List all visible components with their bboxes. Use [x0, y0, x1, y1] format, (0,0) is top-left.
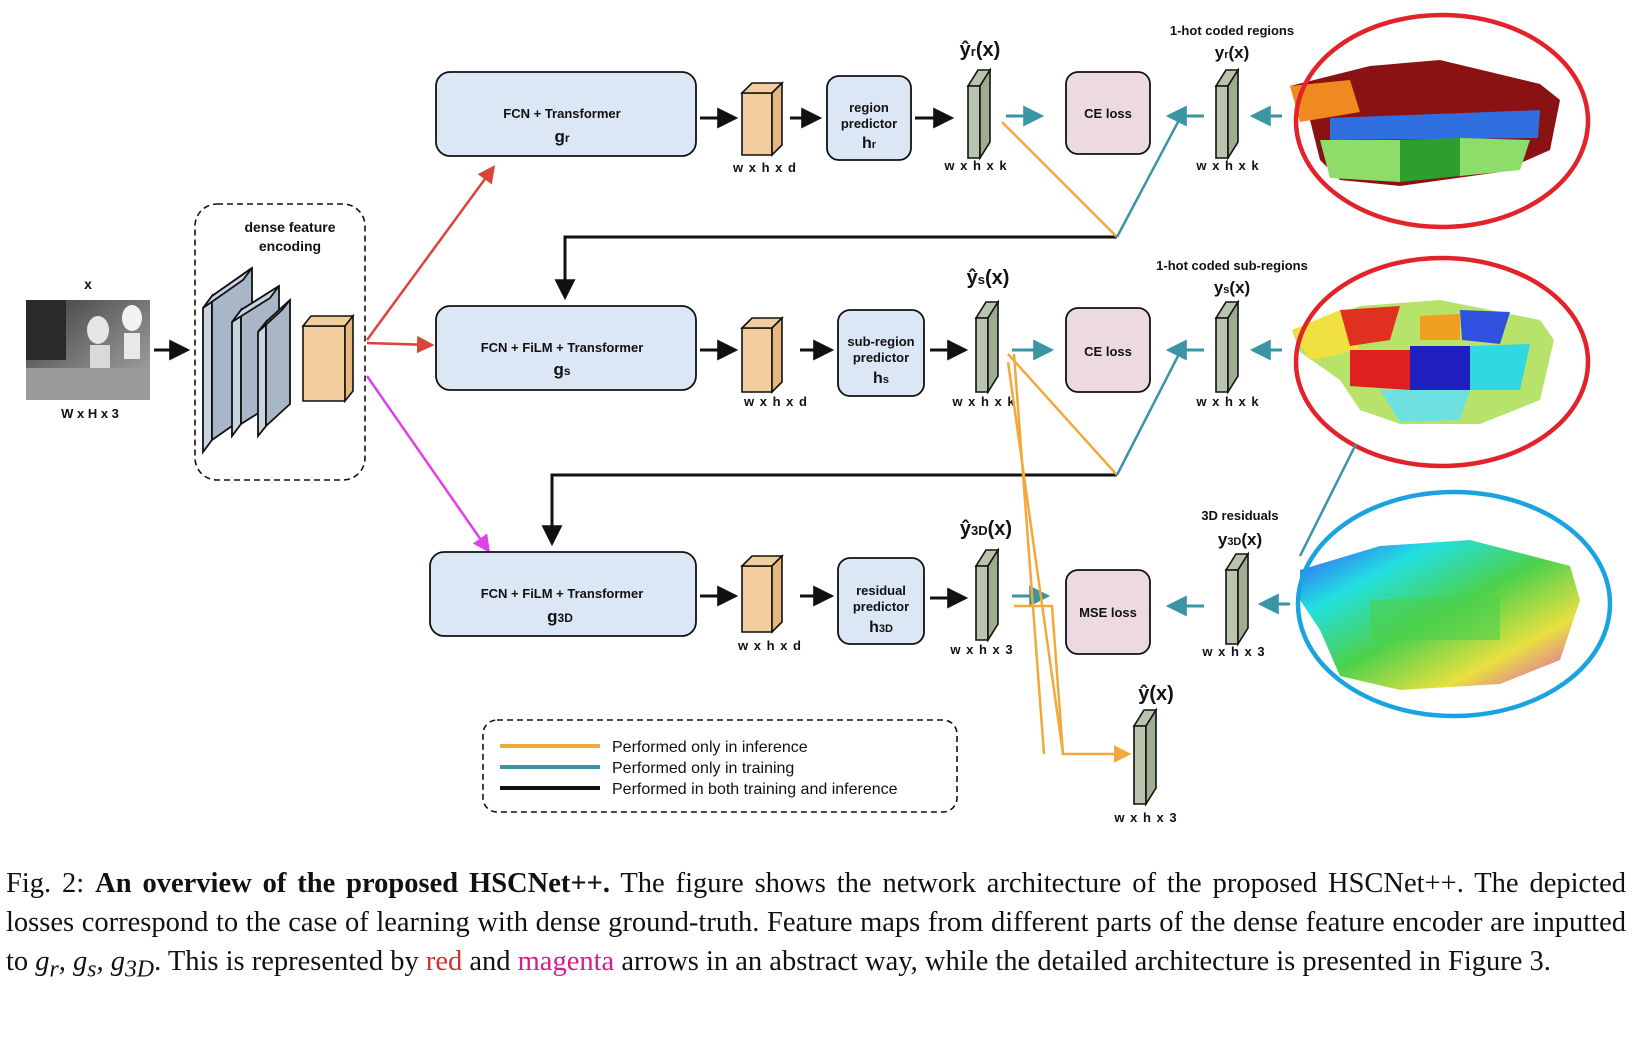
- feat-dims-s: w x h x d: [743, 394, 808, 409]
- feat-dims-3d: w x h x d: [737, 638, 802, 653]
- final-output-map: [1132, 707, 1158, 807]
- feature-map-3d: [740, 554, 784, 634]
- final-output-label: ŷ(x): [1138, 683, 1174, 705]
- red-arrow-to-row1: [365, 165, 496, 341]
- legend-label-both: Performed in both training and inference: [612, 781, 898, 798]
- gt-y3d-label: y3D(x): [1218, 530, 1262, 549]
- region-pointcloud: [1290, 60, 1560, 186]
- input-image: [26, 300, 150, 400]
- legend-label-inference: Performed only in inference: [612, 739, 808, 756]
- encoder-box: [194, 203, 366, 481]
- output-dims-s: w x h x k: [951, 394, 1015, 409]
- caption-text-2: . This is represented by: [154, 946, 419, 977]
- block-g3d: [429, 551, 697, 637]
- gt-title-3d: 3D residuals: [1201, 508, 1278, 523]
- legend-label-training: Performed only in training: [612, 760, 794, 777]
- loss-label-s: CE loss: [1084, 344, 1132, 359]
- figure-caption: Fig. 2: An overview of the proposed HSCN…: [6, 864, 1626, 990]
- block-gr-symbol: gr: [554, 127, 569, 146]
- residual-pointcloud: [1300, 540, 1580, 690]
- predictor-hs: [837, 309, 925, 397]
- output-ys-label: ŷs(x): [967, 267, 1010, 289]
- encoder-title-line1: dense feature: [244, 219, 335, 235]
- block-gr: [435, 71, 697, 157]
- final-output-dims: w x h x 3: [1113, 810, 1177, 825]
- input-dims: W x H x 3: [61, 406, 119, 421]
- row-residuals: FCN + FiLM + Transformer g3D w x h x d r…: [429, 443, 1613, 719]
- gt-ys-label: ys(x): [1214, 278, 1250, 297]
- gt-map-3d: [1224, 551, 1250, 647]
- feat-dims-r: w x h x d: [732, 160, 797, 175]
- output-map-3d: [974, 547, 1000, 643]
- output-yr-label: ŷr(x): [960, 39, 1001, 61]
- output-map-s: [974, 299, 1000, 395]
- loss-box-r: [1065, 71, 1151, 155]
- feature-map-r: [740, 81, 784, 157]
- caption-and-word: and: [469, 946, 511, 977]
- loss-box-s: [1065, 307, 1151, 393]
- red-arrow-to-row2: [366, 335, 435, 354]
- predictor-h3d: [837, 557, 925, 645]
- loss-label-3d: MSE loss: [1079, 605, 1137, 620]
- predictor-hr-symbol: hr: [862, 135, 877, 152]
- architecture-diagram: x W x H x 3 dense feature encoding FCN +…: [26, 12, 1613, 825]
- gt-title-s: 1-hot coded sub-regions: [1156, 258, 1308, 273]
- block-gs-title: FCN + FiLM + Transformer: [481, 340, 644, 355]
- red-circle-regions: [1293, 12, 1591, 230]
- predictor-hr-line2: predictor: [841, 116, 897, 131]
- predictor-hs-line1: sub-region: [847, 334, 914, 349]
- row-regions: FCN + Transformer gr w x h x d region pr…: [435, 12, 1591, 230]
- gt-yr-label: yr(x): [1215, 43, 1250, 62]
- blue-circle-residuals: [1295, 489, 1613, 719]
- caption-magenta-word: magenta: [517, 946, 615, 977]
- block-gr-title: FCN + Transformer: [503, 106, 620, 121]
- gt-dims-r: w x h x k: [1195, 158, 1259, 173]
- loss-label-r: CE loss: [1084, 106, 1132, 121]
- block-g3d-symbol: g3D: [547, 607, 573, 626]
- output-y3d-label: ŷ3D(x): [960, 518, 1012, 540]
- predictor-h3d-line1: residual: [856, 583, 906, 598]
- caption-bold-title: An overview of the proposed HSCNet++.: [95, 868, 610, 899]
- encoder-feature: [301, 313, 355, 404]
- legend-box: [482, 719, 958, 813]
- predictor-h3d-symbol: h3D: [869, 619, 893, 636]
- block-g3d-title: FCN + FiLM + Transformer: [481, 586, 644, 601]
- block-gs-symbol: gs: [553, 360, 570, 379]
- gt-dims-s: w x h x k: [1195, 394, 1259, 409]
- predictor-h3d-line2: predictor: [853, 599, 909, 614]
- subregion-pointcloud: [1292, 300, 1554, 424]
- predictor-hr-line1: region: [849, 100, 889, 115]
- predictor-hs-line2: predictor: [853, 350, 909, 365]
- output-map-r: [966, 67, 992, 161]
- magenta-arrow-to-row3: [365, 375, 490, 553]
- caption-math: gr, gs, g3D: [35, 946, 155, 983]
- feature-map-s: [740, 316, 784, 394]
- predictor-hr: [826, 75, 912, 161]
- encoder-title-line2: encoding: [259, 238, 321, 254]
- caption-prefix: Fig. 2:: [6, 868, 85, 899]
- gt-map-r: [1214, 67, 1240, 161]
- output-dims-r: w x h x k: [943, 158, 1007, 173]
- gt-map-s: [1214, 299, 1240, 395]
- gt-title-r: 1-hot coded regions: [1170, 23, 1294, 38]
- caption-text-3: arrows in an abstract way, while the det…: [621, 946, 1551, 977]
- row-subregions: FCN + FiLM + Transformer gs w x h x d su…: [435, 255, 1591, 469]
- output-dims-3d: w x h x 3: [949, 642, 1013, 657]
- caption-text-1: The figure shows the network architectur…: [6, 868, 1627, 977]
- gt-dims-3d: w x h x 3: [1201, 644, 1265, 659]
- red-circle-subregions: [1293, 255, 1591, 469]
- block-gs: [435, 305, 697, 391]
- predictor-hs-symbol: hs: [873, 370, 889, 387]
- loss-box-3d: [1065, 569, 1151, 655]
- encoder-layers: [202, 266, 291, 455]
- input-label: x: [84, 276, 92, 292]
- caption-red-word: red: [425, 946, 463, 977]
